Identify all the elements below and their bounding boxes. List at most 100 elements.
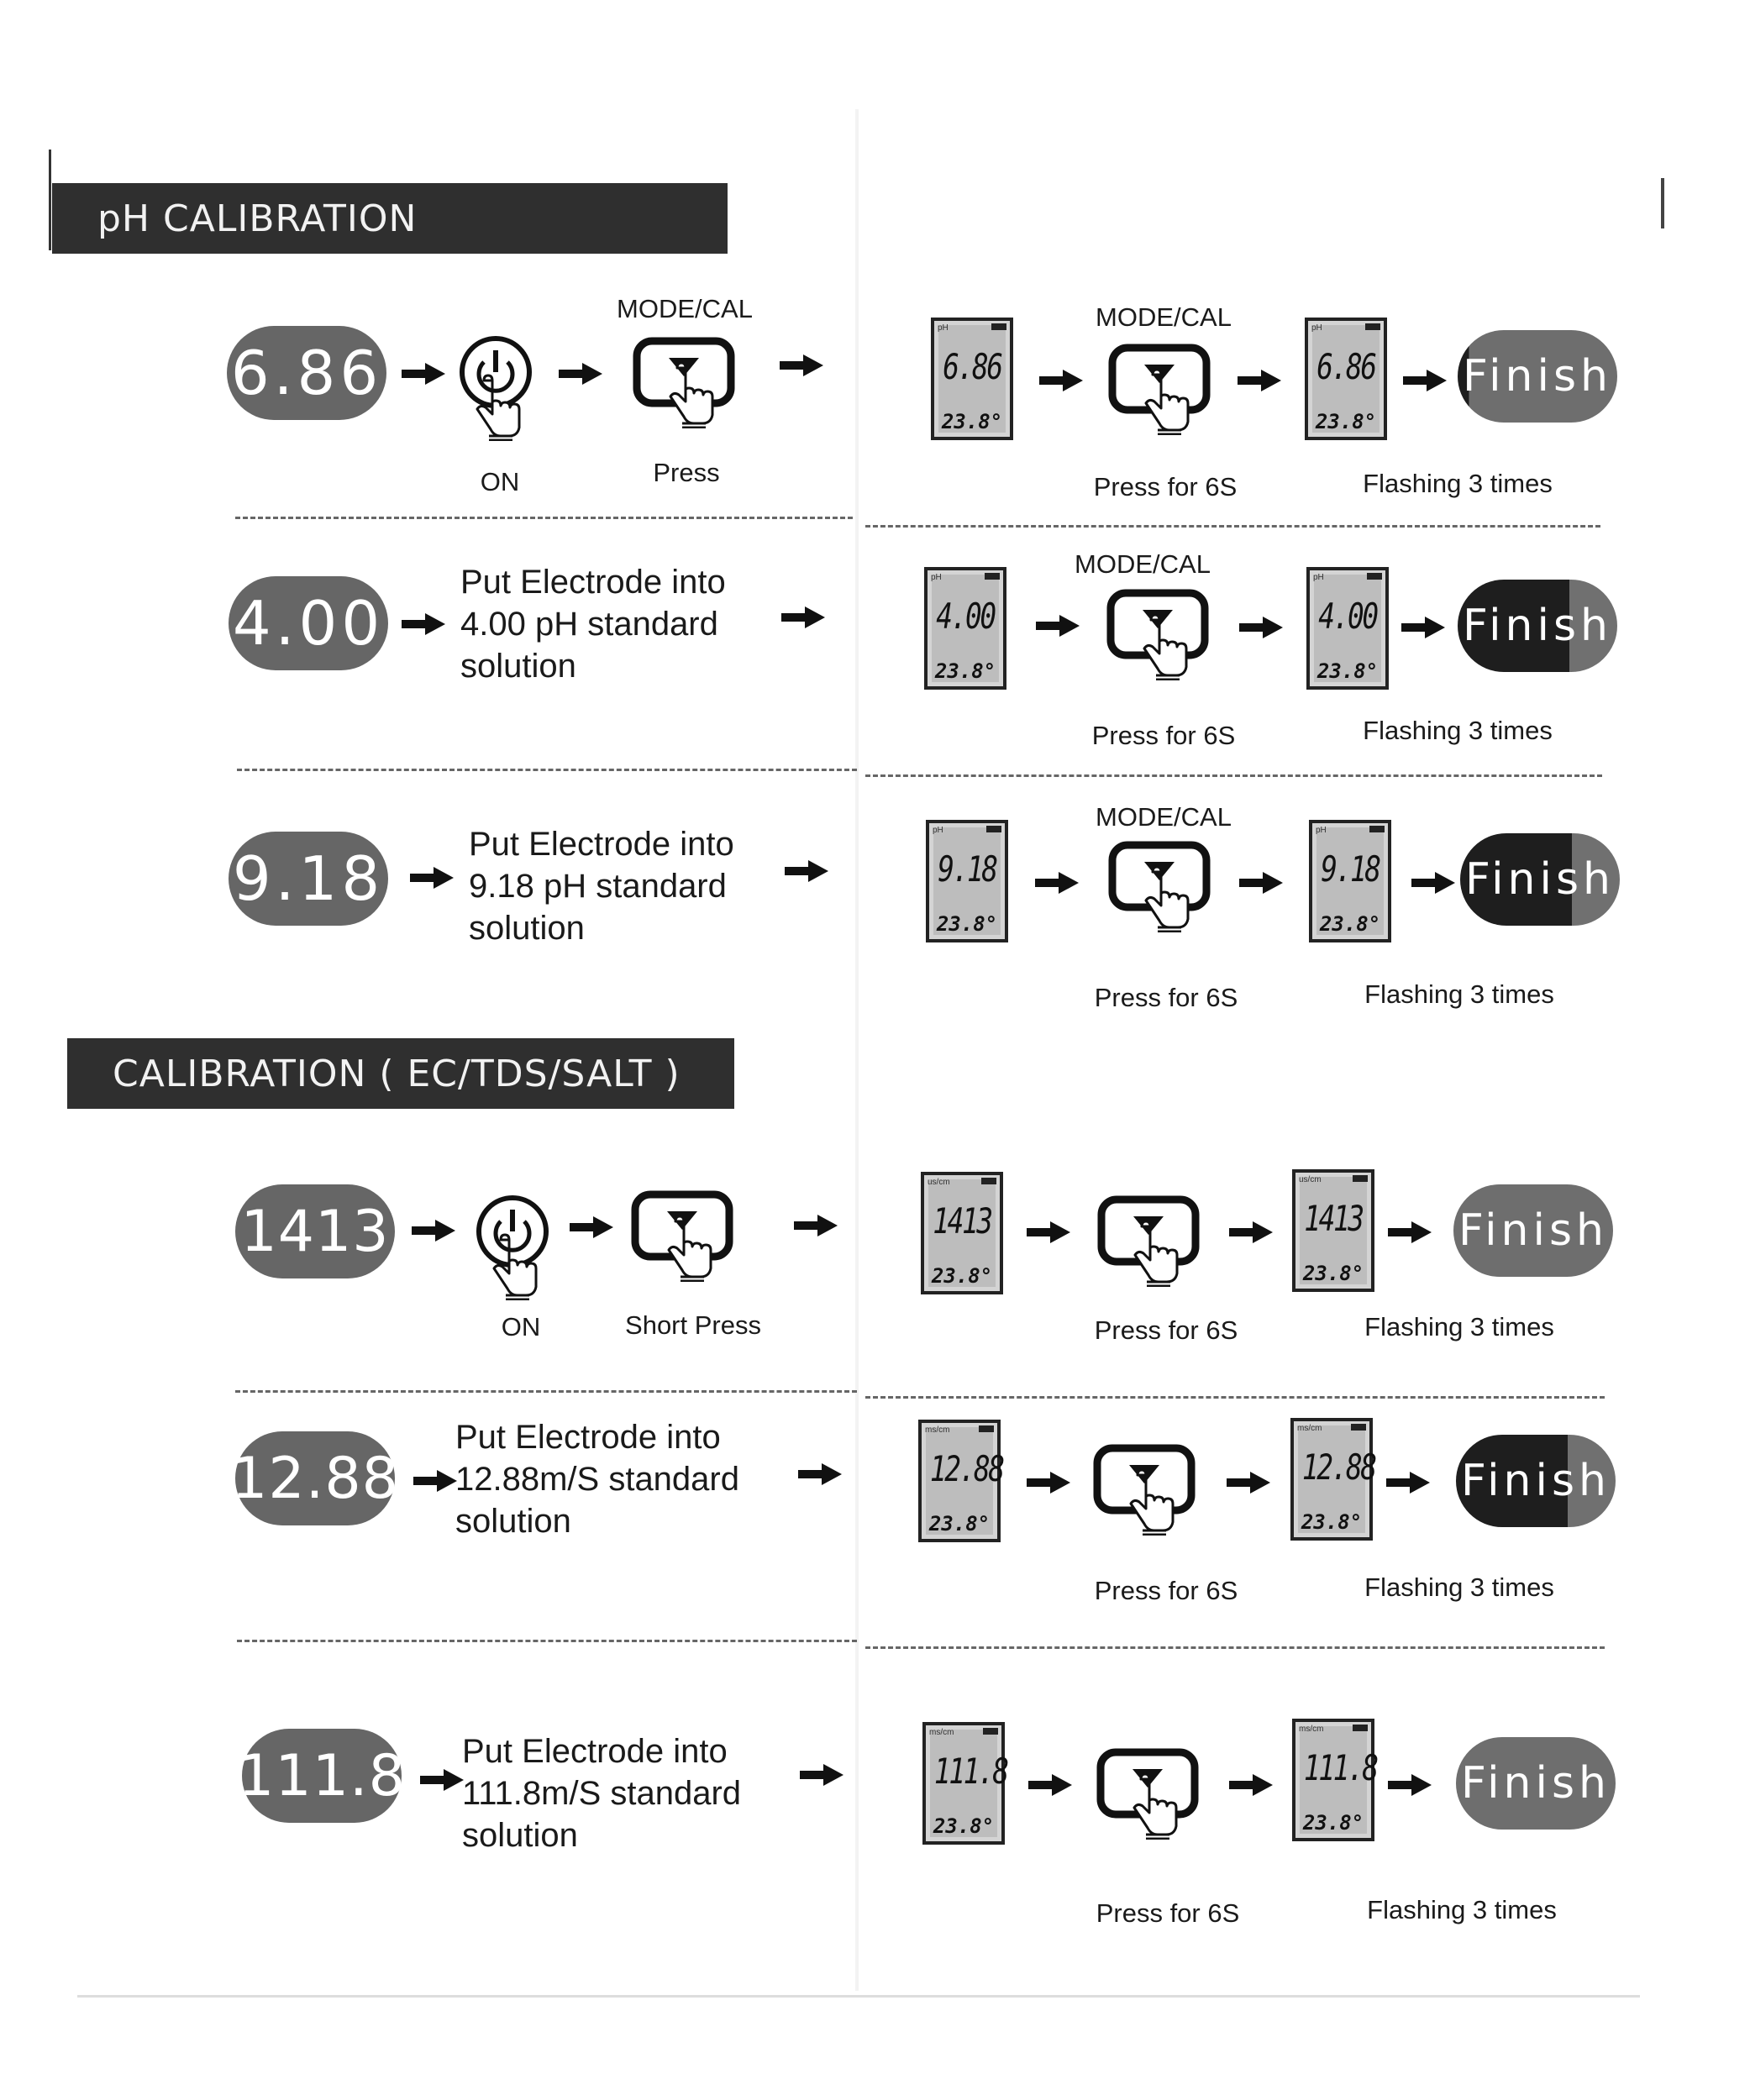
power-button-press-icon — [476, 1195, 549, 1300]
mode-cal-button-press-icon — [1093, 1444, 1196, 1536]
meter-lcd-display-flashing: ms/cm 12.88 23.8° — [1290, 1418, 1377, 1541]
battery-icon — [991, 323, 1006, 330]
right-arrow-icon — [1388, 1772, 1432, 1798]
on-label: ON — [501, 1312, 541, 1341]
mode-cal-label: MODE/CAL — [1096, 302, 1232, 332]
page-fold-shadow — [855, 109, 859, 1991]
finish-badge: Finish — [1453, 1184, 1613, 1277]
lcd-unit: us/cm — [1299, 1175, 1322, 1184]
right-arrow-icon — [1027, 1220, 1070, 1245]
right-arrow-icon — [420, 1767, 464, 1793]
lcd-unit: pH — [1316, 826, 1327, 835]
lcd-reading: 111.8 — [1303, 1747, 1379, 1788]
mode-cal-button-press-icon — [633, 337, 735, 428]
right-arrow-icon — [1229, 1220, 1273, 1245]
meter-lcd-display-flashing: us/cm 1413 23.8° — [1292, 1169, 1374, 1292]
lcd-unit: pH — [931, 573, 942, 582]
meter-lcd-display: ms/cm 12.88 23.8° — [918, 1420, 1005, 1542]
lcd-unit: pH — [933, 826, 943, 835]
lcd-reading: 4.00 — [936, 596, 996, 637]
lcd-temperature: 23.8° — [1302, 1262, 1364, 1285]
right-arrow-icon — [412, 1218, 455, 1243]
right-arrow-icon — [1239, 615, 1283, 640]
right-arrow-icon — [780, 353, 823, 378]
lcd-temperature: 23.8° — [931, 1264, 993, 1288]
battery-icon — [986, 826, 1001, 832]
lcd-reading: 4.00 — [1318, 596, 1379, 637]
mode-cal-button-press-icon — [1106, 589, 1209, 680]
instruction-text: Put Electrode into 9.18 pH standard solu… — [469, 826, 734, 947]
press-6s-label: Press for 6S — [1096, 1898, 1240, 1928]
lcd-reading: 9.18 — [938, 848, 998, 890]
right-arrow-icon — [1028, 1772, 1072, 1798]
battery-icon — [1353, 1725, 1368, 1731]
right-arrow-icon — [798, 1462, 842, 1487]
lcd-unit: ms/cm — [929, 1728, 954, 1737]
right-arrow-icon — [1403, 368, 1447, 393]
lcd-temperature: 23.8° — [1316, 659, 1379, 683]
right-arrow-icon — [1229, 1772, 1273, 1798]
standard-value-pill: 6.86 — [227, 326, 386, 420]
finish-badge: Finish — [1458, 580, 1617, 672]
lcd-reading: 12.88 — [929, 1448, 1005, 1489]
ec-calibration-header: CALIBRATION ( EC/TDS/SALT ) — [67, 1038, 734, 1109]
mode-cal-label: MODE/CAL — [1075, 549, 1211, 579]
meter-lcd-display-flashing: pH 6.86 23.8° — [1305, 318, 1387, 440]
row-divider — [237, 769, 857, 771]
ph-calibration-header: pH CALIBRATION — [52, 183, 728, 254]
battery-icon — [979, 1425, 994, 1432]
right-arrow-icon — [1401, 615, 1445, 640]
press-6s-label: Press for 6S — [1093, 472, 1238, 501]
lcd-temperature: 23.8° — [1301, 1510, 1363, 1534]
meter-lcd-display: us/cm 1413 23.8° — [921, 1172, 1003, 1294]
battery-icon — [1369, 826, 1385, 832]
flashing-label: Flashing 3 times — [1363, 716, 1553, 745]
mode-cal-label: MODE/CAL — [617, 294, 753, 323]
right-arrow-icon — [1411, 870, 1455, 895]
lcd-reading: 111.8 — [933, 1751, 1009, 1792]
battery-icon — [983, 1728, 998, 1735]
battery-icon — [1365, 323, 1380, 330]
lcd-unit: ms/cm — [1297, 1424, 1322, 1433]
lcd-unit: pH — [938, 323, 949, 333]
right-arrow-icon — [1388, 1220, 1432, 1245]
right-arrow-icon — [1036, 613, 1080, 638]
row-divider — [865, 1396, 1605, 1399]
right-arrow-icon — [402, 612, 445, 637]
right-arrow-icon — [570, 1215, 613, 1240]
finish-badge: Finish — [1458, 330, 1617, 423]
standard-value-pill: 1413 — [235, 1184, 395, 1278]
lcd-temperature: 23.8° — [1302, 1811, 1364, 1835]
lcd-temperature: 23.8° — [934, 659, 996, 683]
instruction-text: Put Electrode into 111.8m/S standard sol… — [462, 1733, 742, 1854]
right-arrow-icon — [402, 361, 445, 386]
row-divider — [865, 774, 1602, 777]
battery-icon — [1367, 573, 1382, 580]
right-arrow-icon — [781, 605, 825, 630]
battery-icon — [981, 1178, 996, 1184]
lcd-reading: 6.86 — [943, 346, 1003, 387]
press-6s-label: Press for 6S — [1094, 983, 1238, 1012]
lcd-temperature: 23.8° — [1315, 410, 1377, 433]
right-arrow-icon — [1027, 1470, 1070, 1495]
flashing-label: Flashing 3 times — [1364, 1572, 1554, 1602]
standard-value-pill: 4.00 — [229, 576, 388, 670]
mode-cal-button-press-icon — [1097, 1195, 1200, 1287]
mode-cal-label: MODE/CAL — [1096, 802, 1232, 832]
right-arrow-icon — [1227, 1470, 1270, 1495]
finish-badge: Finish — [1456, 1737, 1616, 1830]
lcd-reading: 1413 — [933, 1200, 993, 1242]
right-arrow-icon — [1239, 870, 1283, 895]
lcd-temperature: 23.8° — [933, 1814, 995, 1838]
lcd-reading: 1413 — [1304, 1198, 1364, 1239]
battery-icon — [985, 573, 1000, 580]
power-button-press-icon — [460, 336, 532, 441]
standard-value-pill: 12.88 — [231, 1431, 398, 1525]
flashing-label: Flashing 3 times — [1364, 1312, 1554, 1341]
press-6s-label: Press for 6S — [1091, 721, 1236, 750]
right-arrow-icon — [559, 361, 602, 386]
meter-lcd-display-flashing: ms/cm 111.8 23.8° — [1292, 1719, 1379, 1841]
right-arrow-icon — [794, 1213, 838, 1238]
lcd-unit: pH — [1313, 573, 1324, 582]
mode-cal-button-press-icon — [1096, 1748, 1199, 1840]
